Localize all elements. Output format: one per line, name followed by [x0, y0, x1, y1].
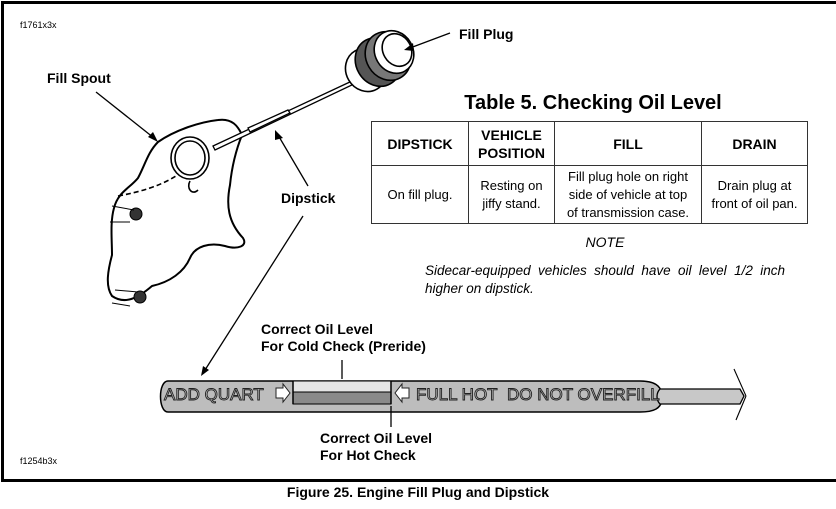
fill-spout-arrowhead [148, 132, 158, 142]
fill-plug-arrow [409, 32, 451, 49]
do-not-overfill-marking: DO NOT OVERFILL [507, 385, 660, 404]
figure-frame [1, 1, 836, 482]
dipstick-shaft [656, 388, 745, 405]
cell-fill: Fill plug hole on right side of vehicle … [554, 165, 702, 224]
dipstick-blade: ADD QUART FULL HOT DO NOT OVERFILL [159, 360, 747, 427]
hot-check-label: Correct Oil Level For Hot Check [320, 430, 432, 464]
header-dipstick: DIPSTICK [371, 121, 469, 166]
dipstick-label: Dipstick [281, 190, 336, 206]
engine-illustration: ADD QUART FULL HOT DO NOT OVERFILL [95, 29, 747, 427]
fill-plug-cap [344, 29, 415, 93]
cold-check-band [292, 380, 392, 393]
fill-plug-label: Fill Plug [459, 26, 514, 42]
fill-spout-label: Fill Spout [47, 70, 111, 86]
break-line-bottom [735, 395, 747, 421]
fill-plug-arrowhead [404, 43, 414, 51]
full-hot-arrow-icon [394, 382, 410, 404]
cold-check-label: Correct Oil Level For Cold Check (Prerid… [261, 321, 426, 355]
dipstick-arrow-down [204, 215, 304, 371]
hot-check-label-line1: Correct Oil Level [320, 430, 433, 446]
figure-id-bottom: f1254b3x [20, 456, 58, 466]
add-quart-marking: ADD QUART [164, 385, 264, 404]
cell-vehicle-position: Resting on jiffy stand. [468, 165, 555, 224]
table-header-row: DIPSTICK VEHICLE POSITION FILL DRAIN [371, 121, 808, 166]
cold-check-label-line1: Correct Oil Level [261, 321, 374, 337]
fill-spout-housing [106, 118, 246, 301]
dipstick-rod [212, 80, 355, 151]
note-body: Sidecar-equipped vehicles should have oi… [425, 263, 785, 296]
cell-drain: Drain plug at front of oil pan. [701, 165, 808, 224]
header-drain: DRAIN [701, 121, 808, 166]
hot-check-band [292, 391, 392, 405]
header-fill: FILL [554, 121, 702, 166]
fill-spout-arrow [95, 91, 155, 139]
fill-spout-opening [117, 136, 210, 197]
figure-id-top: f1761x3x [20, 20, 57, 30]
add-quart-arrow-icon [275, 382, 291, 404]
break-line-top [733, 368, 747, 397]
hot-check-label-line2: For Hot Check [320, 447, 416, 463]
figure-caption: Figure 25. Engine Fill Plug and Dipstick [286, 484, 550, 500]
cell-dipstick: On fill plug. [371, 165, 469, 224]
full-hot-marking: FULL HOT [416, 385, 498, 404]
table-row: On fill plug. Resting on jiffy stand. Fi… [371, 165, 808, 224]
dipstick-arrow-up [277, 134, 309, 187]
housing-bolts [110, 205, 147, 307]
dipstick-arrowhead-up [275, 130, 283, 140]
table-title: Table 5. Checking Oil Level [464, 92, 722, 114]
dipstick-arrowhead-down [201, 366, 209, 376]
header-vehicle-position: VEHICLE POSITION [468, 121, 555, 166]
note-title: NOTE [585, 234, 625, 250]
cold-check-label-line2: For Cold Check (Preride) [261, 338, 426, 354]
oil-level-table: DIPSTICK VEHICLE POSITION FILL DRAIN On … [371, 121, 808, 224]
